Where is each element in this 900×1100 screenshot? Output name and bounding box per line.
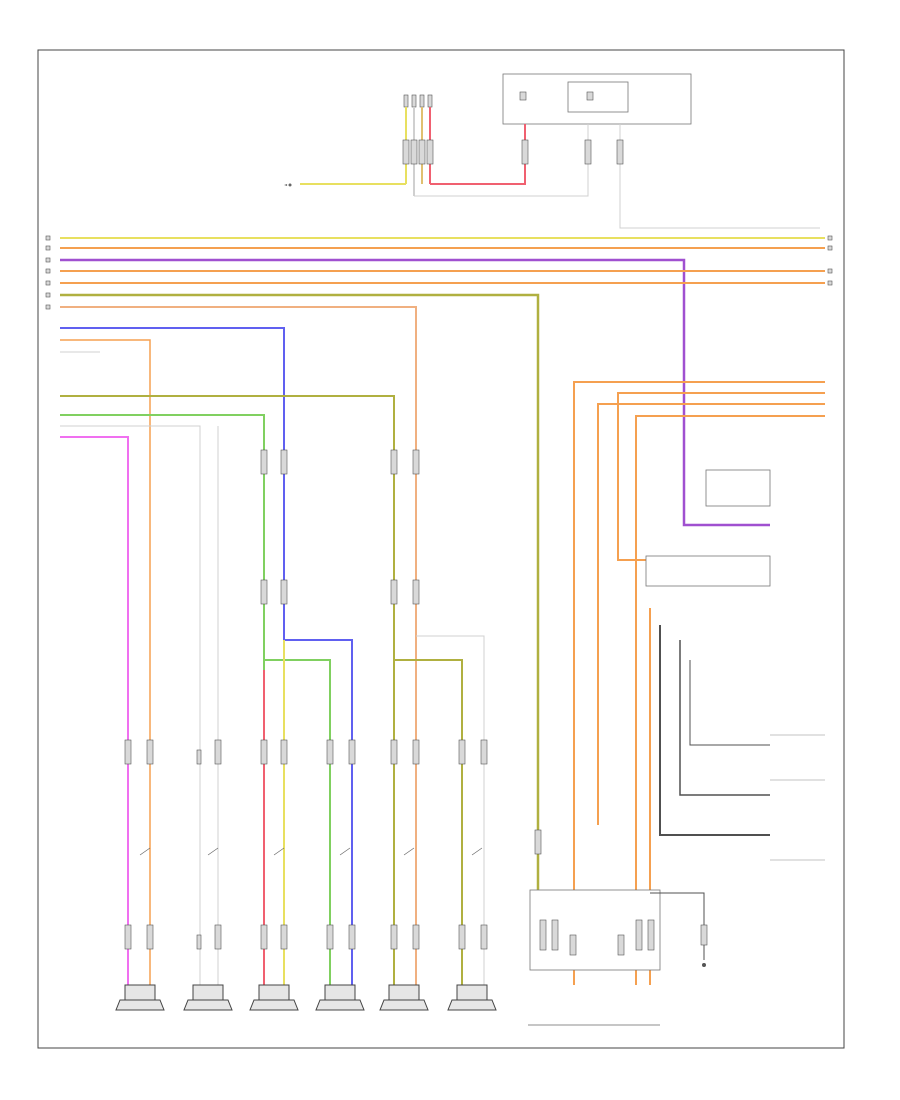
top-wires [300,107,820,229]
speaker [447,984,497,1011]
top-wire-connectors [402,139,624,165]
speaker [315,984,365,1011]
inline-connectors [124,449,542,950]
speaker [379,984,429,1011]
switch-row [139,847,483,856]
speaker [183,984,233,1011]
right-components [645,469,825,861]
splice-top: ◄ ● [284,182,292,187]
bus-left-ticks [45,235,833,310]
control-module [502,73,692,125]
speaker [249,984,299,1011]
speaker [115,984,165,1011]
bottom-ground [650,892,708,967]
right-bus-lines [573,381,825,985]
splice-left-label: ◄ ● [284,182,292,187]
bus-lines [60,237,825,985]
speaker-group [115,984,497,1011]
diagram-frame [37,49,845,1049]
speaker-feed-lines [60,327,485,985]
top-connector [403,94,433,108]
bottom-unit [528,889,661,1026]
